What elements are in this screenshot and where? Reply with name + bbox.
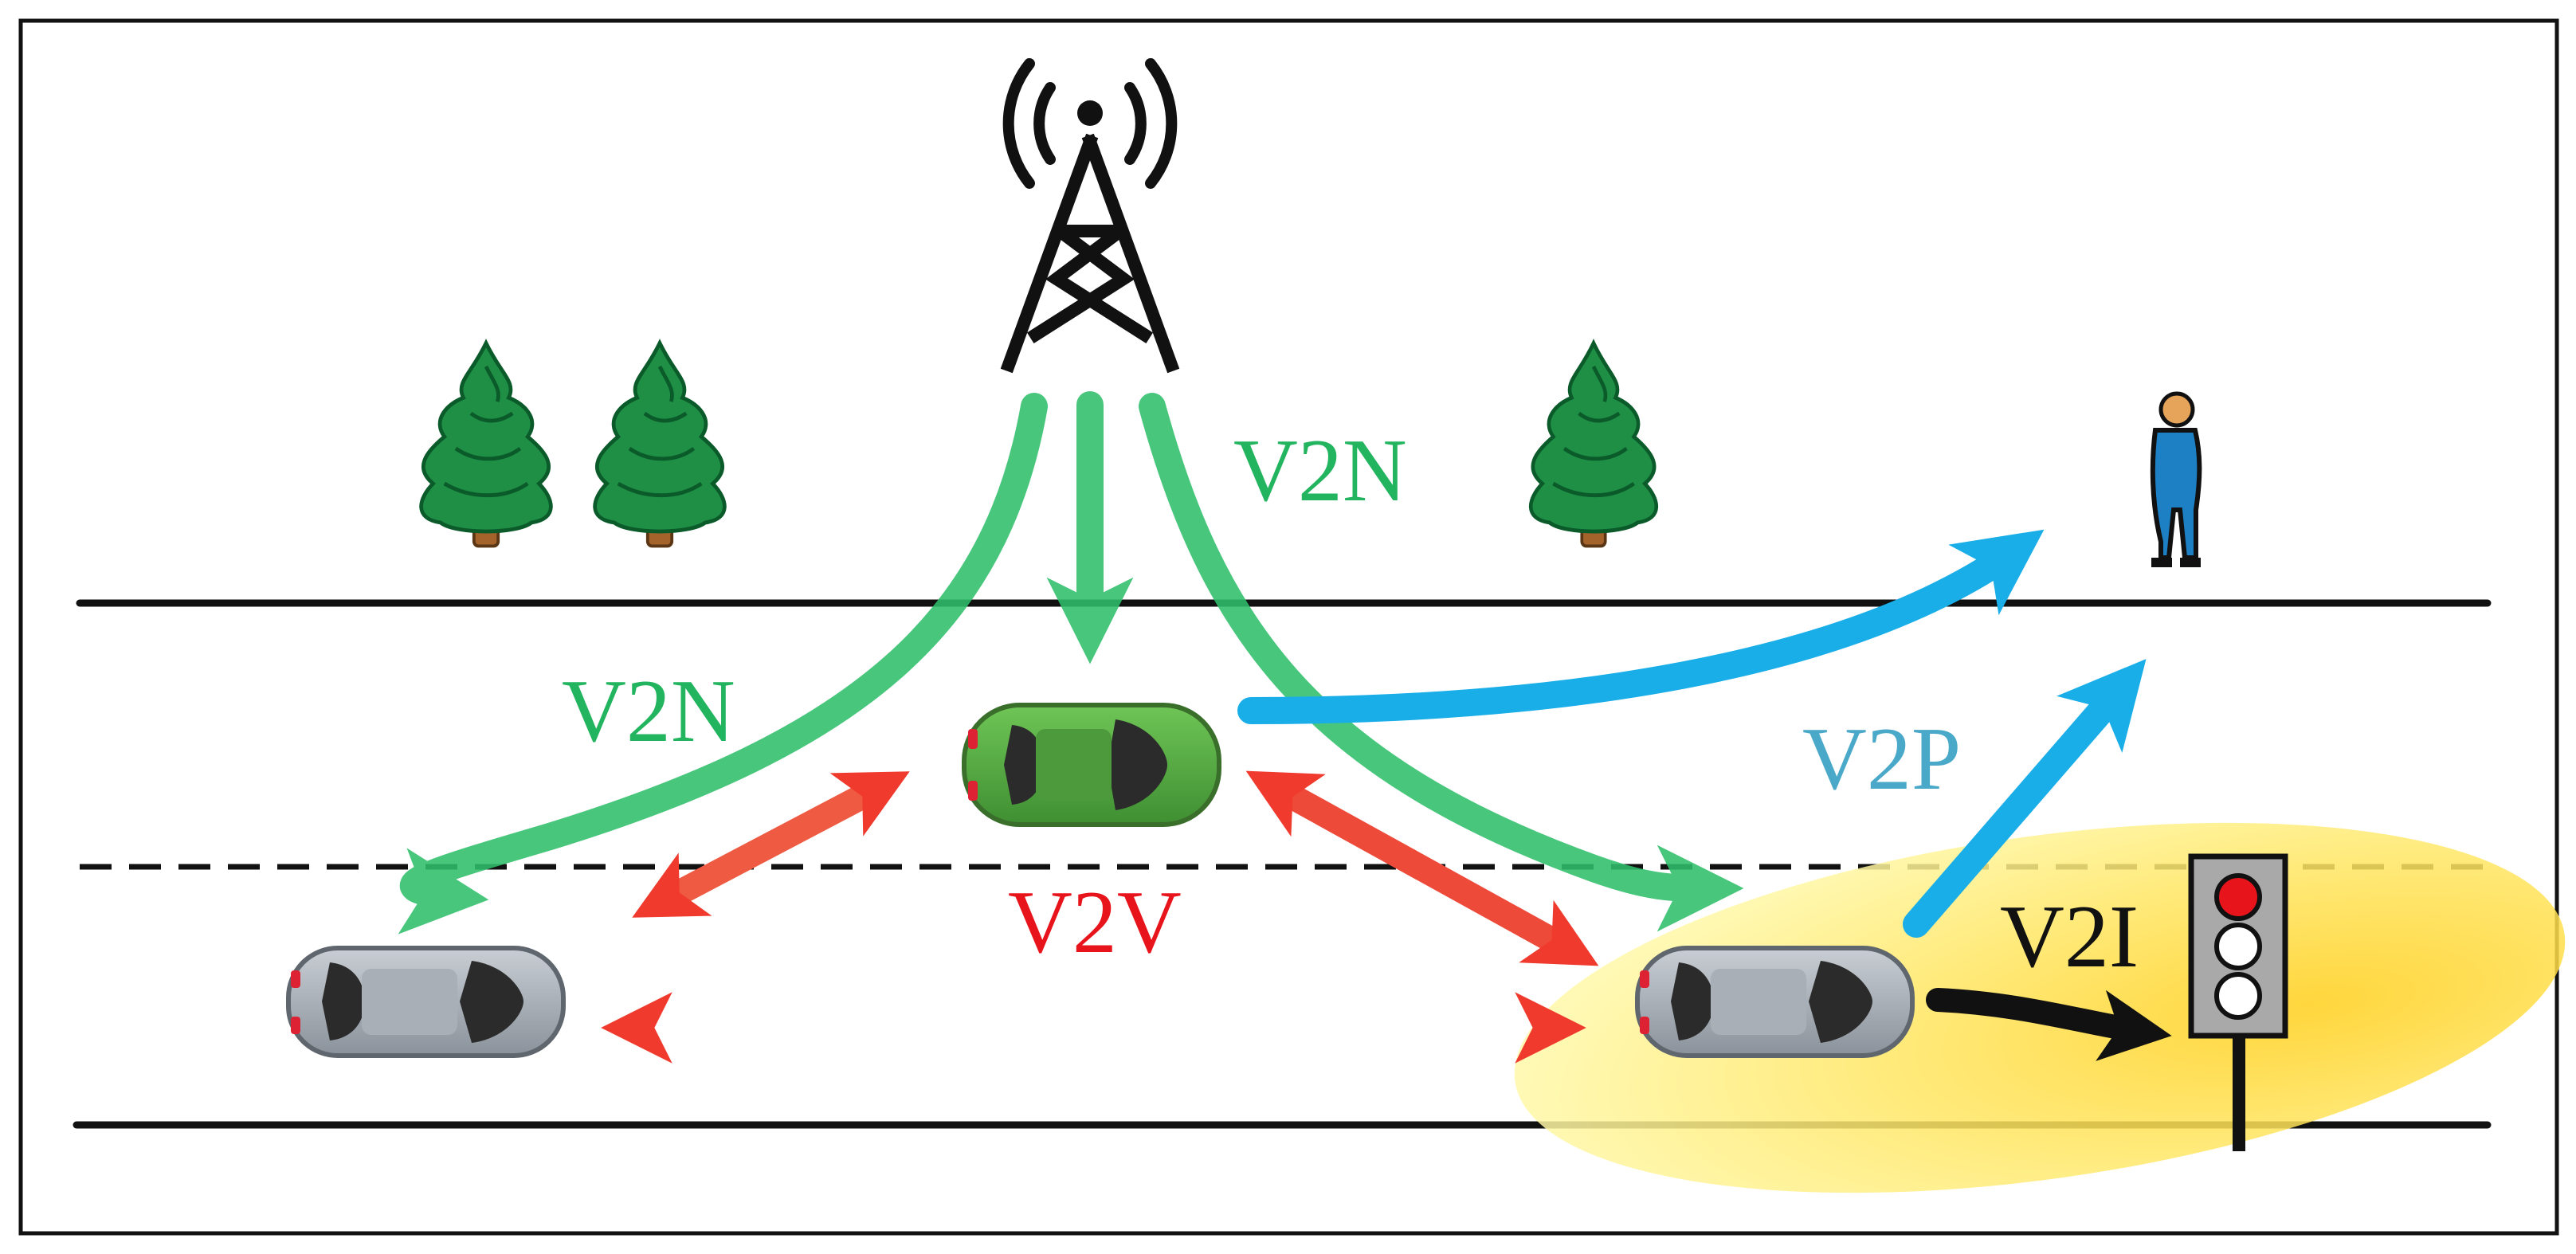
traffic-light-icon: [2188, 853, 2288, 1151]
car-icon: [1635, 946, 1915, 1058]
cell-tower-icon: [1000, 58, 1180, 374]
v2n-label-right: V2N: [1233, 421, 1407, 520]
v2v-arrow-left-diagonal: [632, 771, 910, 918]
v2p-arrow-to-pedestrian-top: [1237, 529, 2045, 724]
v2v-label: V2V: [1008, 873, 1182, 972]
car-icon: [962, 703, 1221, 827]
v2v-arrow-right-diagonal: [1245, 770, 1599, 966]
v2n-label-left: V2N: [562, 662, 735, 761]
car-icon: [286, 946, 566, 1058]
v2i-label: V2I: [2000, 888, 2139, 986]
pedestrian-icon: [2150, 391, 2202, 567]
v2i-arrow: [1926, 988, 2172, 1061]
v2p-arrow-to-pedestrian-right: [1903, 659, 2147, 938]
v2p-label: V2P: [1802, 710, 1961, 809]
